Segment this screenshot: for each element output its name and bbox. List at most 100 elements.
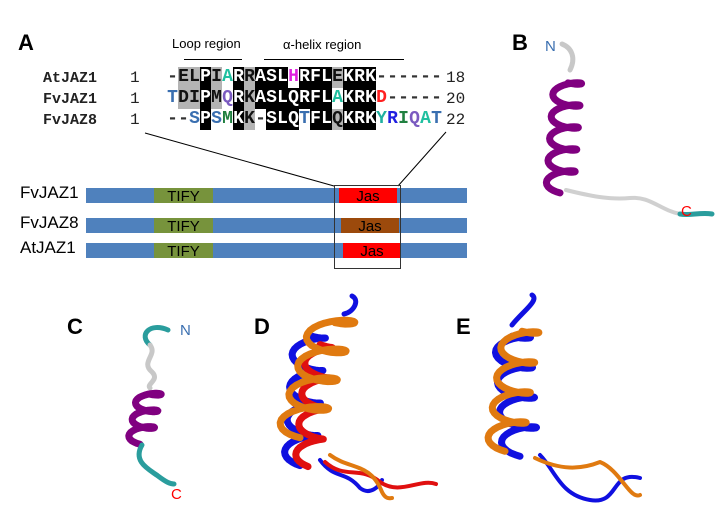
residue: K xyxy=(343,88,354,109)
residue: K xyxy=(365,109,376,130)
helix-region-line xyxy=(264,59,404,60)
residue: - xyxy=(387,88,398,108)
residue: F xyxy=(310,67,321,88)
b-c-terminus: C xyxy=(681,203,692,220)
residue: L xyxy=(321,109,332,130)
alignment-name: AtJAZ1 xyxy=(43,70,98,87)
residue: A xyxy=(255,67,266,88)
alignment-name: FvJAZ8 xyxy=(43,112,98,129)
residue: S xyxy=(266,109,277,130)
residue: K xyxy=(365,88,376,109)
coil-orange xyxy=(533,456,642,498)
residue: E xyxy=(178,67,189,88)
protein-bar xyxy=(86,188,467,203)
alpha-helix-orange xyxy=(276,316,359,442)
residue: M xyxy=(222,109,233,129)
protein-bar xyxy=(86,218,467,233)
residue: K xyxy=(365,67,376,88)
residue: Q xyxy=(332,109,343,130)
residue: R xyxy=(233,88,244,109)
residue: M xyxy=(211,88,222,109)
residue: R xyxy=(233,67,244,88)
residue: R xyxy=(244,67,255,88)
residue: S xyxy=(211,109,222,129)
residue: S xyxy=(266,67,277,88)
residue: - xyxy=(167,67,178,87)
panel-label-a: A xyxy=(18,30,34,55)
alignment-end: 18 xyxy=(446,69,466,87)
panel-label-b: B xyxy=(512,30,528,55)
residue: K xyxy=(244,109,255,130)
residue: - xyxy=(255,109,266,129)
residue: S xyxy=(189,109,200,129)
residue: Q xyxy=(288,109,299,130)
coil-c xyxy=(136,442,177,487)
alignment-end: 20 xyxy=(446,90,466,108)
residue: A xyxy=(222,67,233,87)
residue: L xyxy=(321,67,332,88)
alignment-start: 1 xyxy=(130,111,140,129)
alpha-helix xyxy=(542,79,586,197)
tify-domain: TIFY xyxy=(154,243,213,260)
residue: T xyxy=(167,88,178,108)
jas-domain: Jas xyxy=(341,218,399,235)
coil-c xyxy=(677,210,715,218)
tify-domain: TIFY xyxy=(154,218,213,235)
coil-n-blue xyxy=(509,292,537,328)
loop-region-line xyxy=(184,59,242,60)
residue: S xyxy=(266,88,277,109)
residue: L xyxy=(277,67,288,88)
residue: F xyxy=(310,109,321,130)
residue: - xyxy=(376,67,387,87)
coil xyxy=(564,188,682,216)
jas-domain: Jas xyxy=(339,188,397,205)
panel-label-d: D xyxy=(254,314,270,339)
residue: L xyxy=(189,67,200,88)
protein-label: AtJAZ1 xyxy=(20,238,76,257)
protein-bar xyxy=(86,243,467,258)
alignment-start: 1 xyxy=(130,90,140,108)
jas-domain: Jas xyxy=(343,243,401,260)
alpha-helix xyxy=(125,389,165,448)
residue: K xyxy=(233,109,244,130)
residue: K xyxy=(244,88,255,109)
residue: R xyxy=(299,67,310,88)
alignment-name: FvJAZ1 xyxy=(43,91,98,108)
residue: R xyxy=(387,109,398,129)
residue: Q xyxy=(222,88,233,108)
residue: - xyxy=(167,109,178,129)
panel-label-c: C xyxy=(67,314,83,339)
c-n-terminus: N xyxy=(180,322,191,339)
b-n-terminus: N xyxy=(545,38,556,55)
residue: I xyxy=(211,67,222,88)
alpha-helix-orange xyxy=(484,327,543,455)
jas-highlight-box xyxy=(334,185,401,269)
residue: A xyxy=(255,88,266,109)
residue: - xyxy=(409,67,420,87)
residue: T xyxy=(431,109,442,129)
residue: T xyxy=(299,109,310,129)
residue: R xyxy=(354,67,365,88)
residue: P xyxy=(200,109,211,130)
coil xyxy=(145,342,157,391)
alignment-end: 22 xyxy=(446,111,466,129)
residue: P xyxy=(200,88,211,109)
residue: E xyxy=(332,67,343,88)
c-c-terminus: C xyxy=(171,486,182,503)
residue: Q xyxy=(288,88,299,109)
loop-region-label: Loop region xyxy=(172,36,241,51)
alignment-start: 1 xyxy=(130,69,140,87)
residue: - xyxy=(431,88,442,108)
residue: - xyxy=(398,88,409,108)
residue: R xyxy=(299,88,310,109)
residue: - xyxy=(387,67,398,87)
residue: - xyxy=(178,109,189,129)
residue: Q xyxy=(409,109,420,129)
residue: K xyxy=(343,67,354,88)
residue: L xyxy=(321,88,332,109)
protein-label: FvJAZ8 xyxy=(20,213,79,232)
residue: L xyxy=(277,109,288,130)
